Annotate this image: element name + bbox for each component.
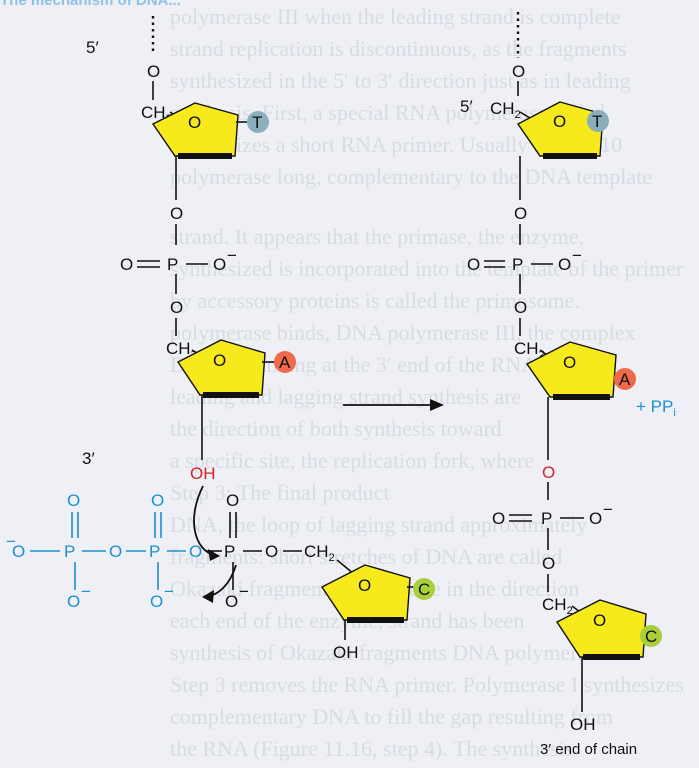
reaction-arrowhead bbox=[430, 399, 444, 411]
ring-oxygen: O bbox=[213, 351, 226, 370]
negative-charge: − bbox=[6, 532, 16, 551]
base-letter: C bbox=[645, 627, 657, 646]
oxygen-atom: O bbox=[109, 542, 122, 561]
five-prime-label: 5′ bbox=[86, 38, 99, 57]
oxygen-atom: O bbox=[120, 255, 133, 274]
ring-oxygen: O bbox=[563, 353, 576, 372]
ring-oxygen: O bbox=[188, 113, 201, 132]
ring-o-knockout bbox=[211, 351, 227, 367]
phosphorus-atom: P bbox=[149, 542, 160, 561]
ring-o-knockout bbox=[551, 112, 567, 128]
oxygen-atom: O bbox=[151, 491, 164, 510]
base-adenine bbox=[274, 351, 296, 373]
attack-arrowhead bbox=[208, 549, 220, 561]
ring-oxygen: O bbox=[593, 611, 606, 630]
cleavage-arrowhead bbox=[202, 590, 214, 603]
base-adenine bbox=[614, 368, 636, 390]
oxygen-anion: O bbox=[589, 509, 602, 528]
oxygen-atom: O bbox=[147, 62, 160, 81]
ch2-group: CH2 bbox=[304, 542, 335, 564]
oxygen-atom: O bbox=[512, 62, 525, 81]
negative-charge: − bbox=[227, 246, 237, 265]
oxygen-anion: O bbox=[67, 592, 80, 611]
base-thymine bbox=[587, 110, 609, 132]
base-letter: A bbox=[619, 370, 631, 389]
oxygen-atom: O bbox=[492, 509, 505, 528]
oxygen-atom: O bbox=[67, 491, 80, 510]
three-prime-label: 3′ bbox=[82, 449, 95, 468]
base-letter: T bbox=[592, 112, 602, 131]
ch2-group: CH2 bbox=[542, 595, 573, 617]
phosphorus-atom: P bbox=[167, 255, 178, 274]
chain-end-caption: 3′ end of chain bbox=[540, 741, 637, 758]
oxygen-atom: O bbox=[542, 554, 555, 573]
ring-o-knockout bbox=[186, 113, 202, 129]
oxygen-atom: O bbox=[467, 255, 480, 274]
right-strand: O 5′ CH2 O T O O P O − O CH2 bbox=[460, 12, 676, 758]
oxygen-atom: O bbox=[514, 298, 527, 317]
negative-charge: − bbox=[572, 246, 582, 265]
ring-o-knockout bbox=[591, 611, 607, 627]
oxygen-atom: O bbox=[170, 204, 183, 223]
pyrophosphate-label: + PPi bbox=[636, 397, 676, 419]
base-cytosine bbox=[640, 625, 662, 647]
oxygen-atom: O bbox=[170, 298, 183, 317]
ch2-group: CH2 bbox=[490, 99, 521, 121]
base-cytosine bbox=[413, 578, 435, 600]
hydroxyl-3prime-end: OH bbox=[570, 715, 596, 734]
negative-charge: − bbox=[81, 582, 91, 601]
ring-oxygen: O bbox=[553, 112, 566, 131]
left-strand: 5′ O CH2 O T O O P O − O CH2 bbox=[82, 16, 296, 483]
hydroxyl-3prime: OH bbox=[190, 464, 216, 483]
attack-arrow bbox=[193, 485, 215, 556]
oxygen-anion: O bbox=[12, 542, 25, 561]
phosphorus-atom: P bbox=[512, 255, 523, 274]
oxygen-anion: O bbox=[225, 592, 238, 611]
oxygen-anion: O bbox=[150, 592, 163, 611]
oxygen-atom: O bbox=[265, 542, 278, 561]
negative-charge: − bbox=[164, 582, 174, 601]
ring-o-knockout bbox=[561, 353, 577, 369]
oxygen-atom: O bbox=[226, 491, 239, 510]
oxygen-atom: O bbox=[189, 542, 202, 561]
ring-o-knockout bbox=[356, 576, 372, 592]
base-letter: C bbox=[418, 580, 430, 599]
oxygen-anion: O bbox=[558, 255, 571, 274]
five-prime-label: 5′ bbox=[460, 97, 473, 116]
hydroxyl-incoming: OH bbox=[333, 643, 359, 662]
base-letter: A bbox=[279, 353, 291, 372]
base-letter: T bbox=[252, 113, 262, 132]
ring-oxygen: O bbox=[358, 576, 371, 595]
negative-charge: − bbox=[603, 500, 613, 519]
ch2-group: CH2 bbox=[514, 339, 545, 361]
bridging-oxygen: O bbox=[542, 463, 555, 482]
incoming-nucleotide: O − P O O − O P O O − O P O bbox=[6, 491, 435, 662]
alpha-phosphorus: P bbox=[224, 542, 235, 561]
base-thymine bbox=[247, 111, 269, 133]
oxygen-atom: O bbox=[514, 204, 527, 223]
phosphorus-atom: P bbox=[541, 509, 552, 528]
oxygen-anion: O bbox=[213, 255, 226, 274]
phosphorus-atom: P bbox=[64, 542, 75, 561]
negative-charge: − bbox=[239, 582, 249, 601]
